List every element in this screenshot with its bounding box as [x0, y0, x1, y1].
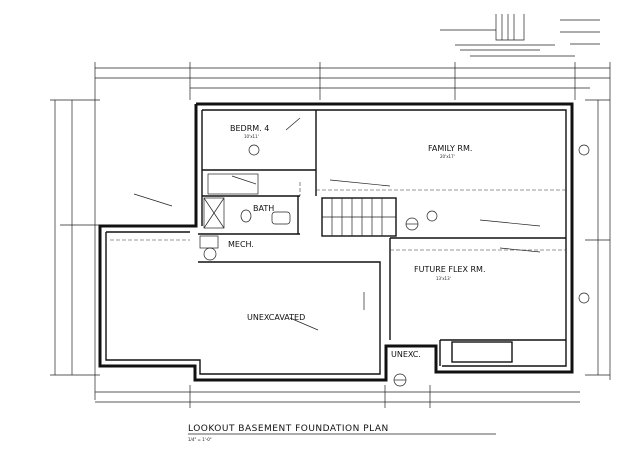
section-markers: [248, 144, 590, 387]
room-labels: BEDRM. 4 10'x11' FAMILY RM. 20'x17' BATH…: [228, 124, 486, 359]
title-block: LOOKOUT BASEMENT FOUNDATION PLAN 1/4" = …: [188, 424, 496, 442]
plan-scale: 1/4" = 1'-0": [188, 437, 212, 442]
flex-room-dims: 13'x13': [436, 276, 451, 281]
bath-label: BATH: [253, 204, 274, 213]
interior-walls: [198, 110, 566, 366]
dimension-strings-top: [94, 62, 611, 400]
bath-fixtures: [203, 173, 291, 229]
plan-title: LOOKOUT BASEMENT FOUNDATION PLAN: [188, 424, 389, 434]
dimension-strings-sides: [50, 99, 610, 408]
foundation-walls: [98, 102, 574, 382]
flex-room-label: FUTURE FLEX RM.: [414, 265, 486, 274]
unexcavated-label: UNEXCAVATED: [247, 313, 305, 322]
family-room-dims: 20'x17': [440, 154, 455, 159]
stairs: [321, 197, 397, 237]
top-entry-detail: [440, 14, 600, 57]
note-leaders: [133, 117, 541, 331]
unexc-label: UNEXC.: [391, 350, 421, 359]
mech-equipment: [199, 235, 219, 261]
family-room-label: FAMILY RM.: [428, 144, 472, 153]
beams-and-hidden-lines: [110, 182, 566, 251]
bedroom-dims: 10'x11': [244, 134, 259, 139]
bedroom-label: BEDRM. 4: [230, 124, 269, 133]
mech-label: MECH.: [228, 240, 254, 249]
unexc-pocket: [451, 341, 513, 363]
